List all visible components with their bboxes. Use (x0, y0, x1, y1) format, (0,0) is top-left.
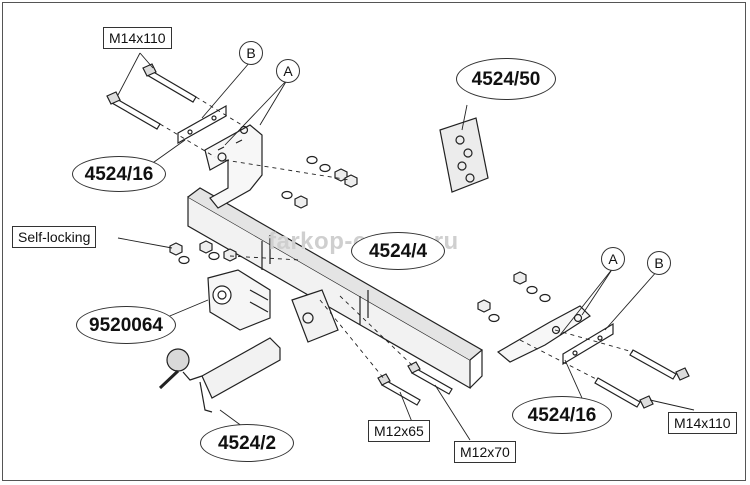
part-label-ball-hitch: 4524/2 (200, 424, 294, 462)
diagram-frame (2, 2, 746, 481)
bolt-label-m12x70: M12x70 (454, 441, 516, 463)
right-reinforcement-plate (562, 322, 614, 366)
bolt-label-m14x110-top: M14x110 (103, 27, 172, 49)
socket-plate (439, 117, 489, 193)
left-side-bracket (204, 124, 263, 209)
top-bolt-m14-lower (106, 91, 161, 130)
bottom-bolt-m14-upper (629, 349, 690, 381)
bolt-label-m14x110-bottom: M14x110 (668, 412, 737, 434)
right-side-bracket (496, 305, 591, 363)
top-bolt-m14-upper (142, 63, 197, 103)
socket-bracket (207, 269, 271, 331)
part-label-crossbar: 4524/4 (351, 232, 445, 270)
self-locking-nut-set (169, 240, 237, 265)
bolt-label-self-locking: Self-locking (12, 226, 97, 248)
left-nut-washer-set (281, 155, 358, 209)
left-reinforcement-plate (177, 104, 227, 145)
part-label-plate-top: 4524/16 (72, 156, 166, 192)
leader-lines (117, 52, 695, 441)
part-label-plate-bottom: 4524/16 (512, 396, 612, 434)
callout-a-bottom: A (601, 247, 625, 271)
part-label-socket-bracket: 9520064 (76, 306, 176, 344)
centre-mount-bracket (291, 289, 339, 343)
bottom-bolt-m14-lower (594, 377, 654, 409)
right-nut-washer-set (477, 271, 551, 323)
bolt-m12x65 (377, 373, 421, 406)
assembly-axes (159, 96, 634, 381)
crossbar-tube (187, 187, 484, 390)
bolt-label-m12x65: M12x65 (368, 420, 430, 442)
callout-a-top: A (276, 59, 300, 83)
callout-b-top: B (239, 41, 263, 65)
callout-b-bottom: B (647, 251, 671, 275)
ball-hitch (158, 337, 281, 413)
part-label-socket-plate: 4524/50 (456, 58, 556, 100)
